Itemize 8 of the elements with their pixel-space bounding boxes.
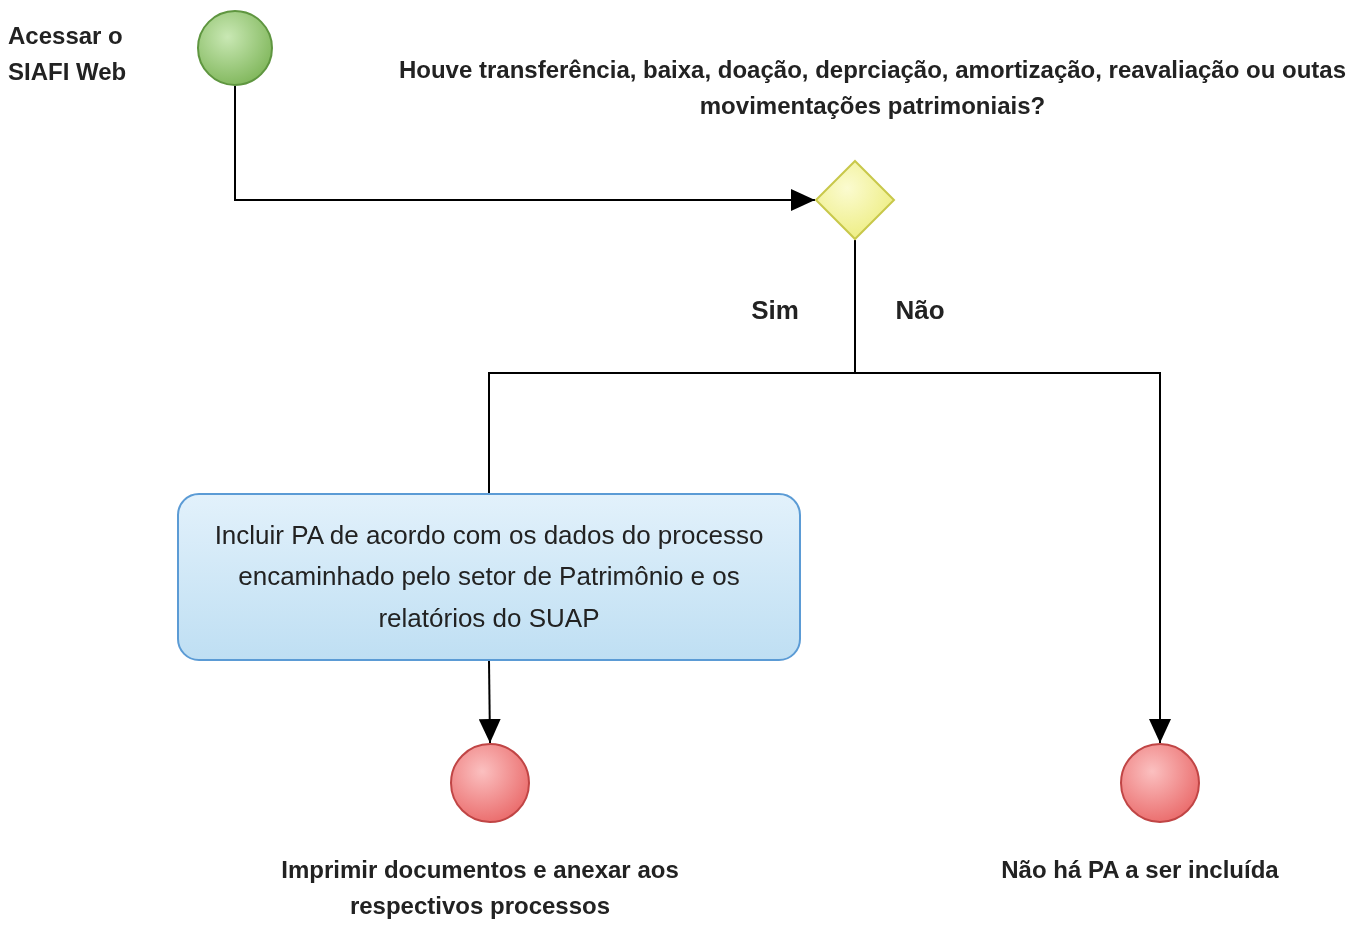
node-label: Acessar o SIAFI Web <box>8 21 128 87</box>
node-label: Houve transferência, baixa, doação, deprciação, amortização, reavaliação ou outas movimentações patrimoniais? <box>397 55 1347 121</box>
process-box <box>177 493 801 661</box>
node-label: Imprimir documentos e anexar aos respectivos processos <box>280 855 680 921</box>
connector-arrow <box>478 660 501 744</box>
connector-arrow <box>234 85 816 211</box>
node-label: Não há PA a ser incluída <box>1000 855 1280 885</box>
process-text: Incluir PA de acordo com os dados do processo encaminhado pelo setor de Patrimônio e os relatórios do SUAP <box>213 518 765 635</box>
